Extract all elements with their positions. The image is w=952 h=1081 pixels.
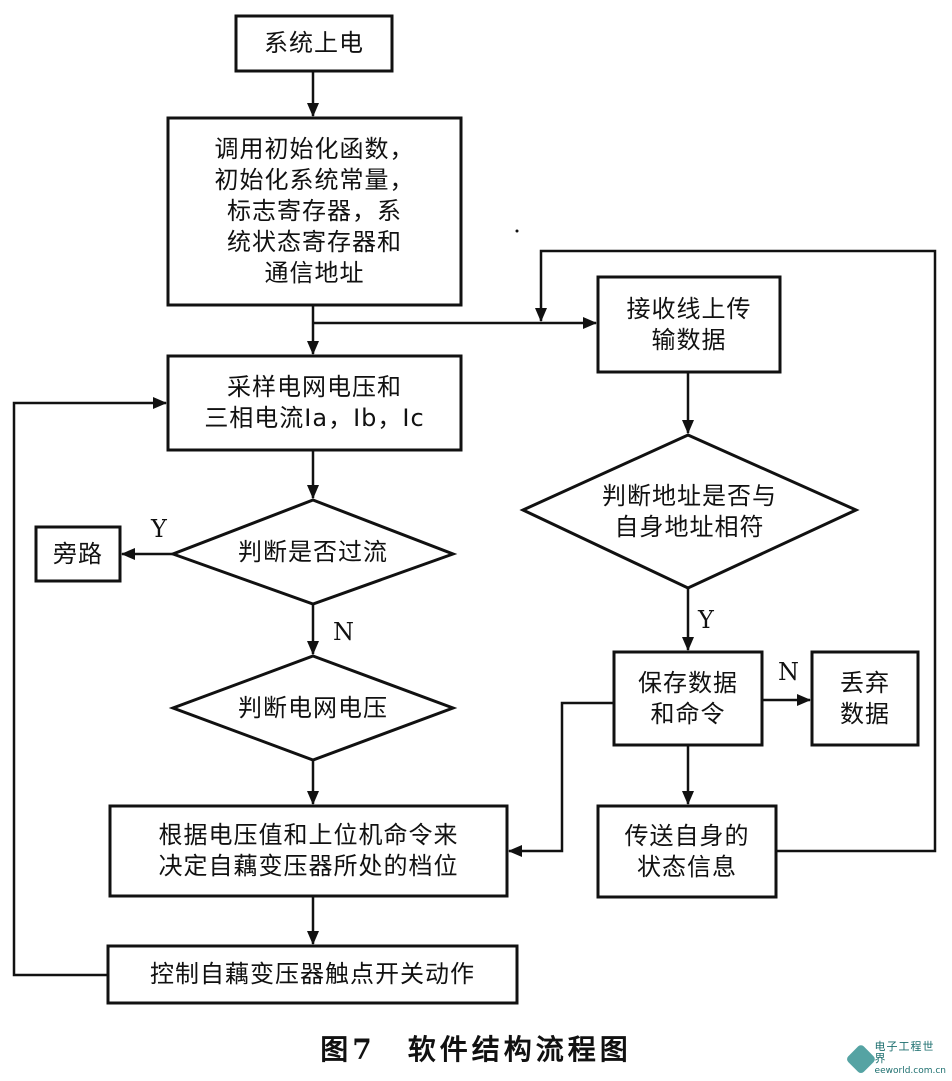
node-decide-tap-box <box>108 804 509 898</box>
label-address-no: N <box>778 658 799 686</box>
node-save: 保存数据 和命令 <box>638 668 738 728</box>
node-receive: 接收线上传 输数据 <box>626 294 752 354</box>
node-control-contact: 控制自藕变压器触点开关动作 <box>150 960 475 988</box>
node-bypass: 旁路 <box>53 539 103 568</box>
node-power-on: 系统上电 <box>264 29 364 57</box>
flowchart-edges <box>12 71 937 977</box>
figure-caption: 图7 软件结构流程图 <box>320 1033 632 1066</box>
watermark-site-name: 电子工程世界 <box>874 1040 935 1065</box>
node-sample: 采样电网电压和 三相电流Ia，Ib，Ic <box>204 373 425 432</box>
node-decide-tap: 根据电压值和上位机命令来 决定自藕变压器所处的档位 <box>158 821 459 880</box>
watermark-url: eeworld.com.cn <box>874 1066 946 1076</box>
label-overcurrent-no: N <box>333 618 354 646</box>
node-judge-voltage: 判断电网电压 <box>238 693 388 722</box>
edge-send-loop-receive <box>535 249 937 853</box>
scan-speck <box>515 229 519 233</box>
node-send-status: 传送自身的 状态信息 <box>624 821 750 881</box>
node-sample-box <box>166 354 463 452</box>
edge-save-decide <box>508 701 614 857</box>
edge-labels: Y N Y N <box>150 515 799 686</box>
node-judge-address: 判断地址是否与 自身地址相符 <box>602 481 777 541</box>
node-discard: 丢弃 数据 <box>840 668 890 728</box>
label-overcurrent-yes: Y <box>150 515 168 543</box>
watermark-logo-icon <box>845 1043 877 1075</box>
node-discard-box <box>810 650 920 747</box>
edge-control-loop-sample <box>12 397 167 977</box>
node-bypass-box <box>34 525 122 583</box>
node-init-box <box>166 116 463 307</box>
node-judge-overcurrent: 判断是否过流 <box>238 537 388 566</box>
node-init: 调用初始化函数， 初始化系统常量， 标志寄存器，系 统状态寄存器和 通信地址 <box>214 135 415 287</box>
watermark: 电子工程世界 eeworld.com.cn <box>845 1040 946 1077</box>
label-address-yes: Y <box>697 606 715 634</box>
